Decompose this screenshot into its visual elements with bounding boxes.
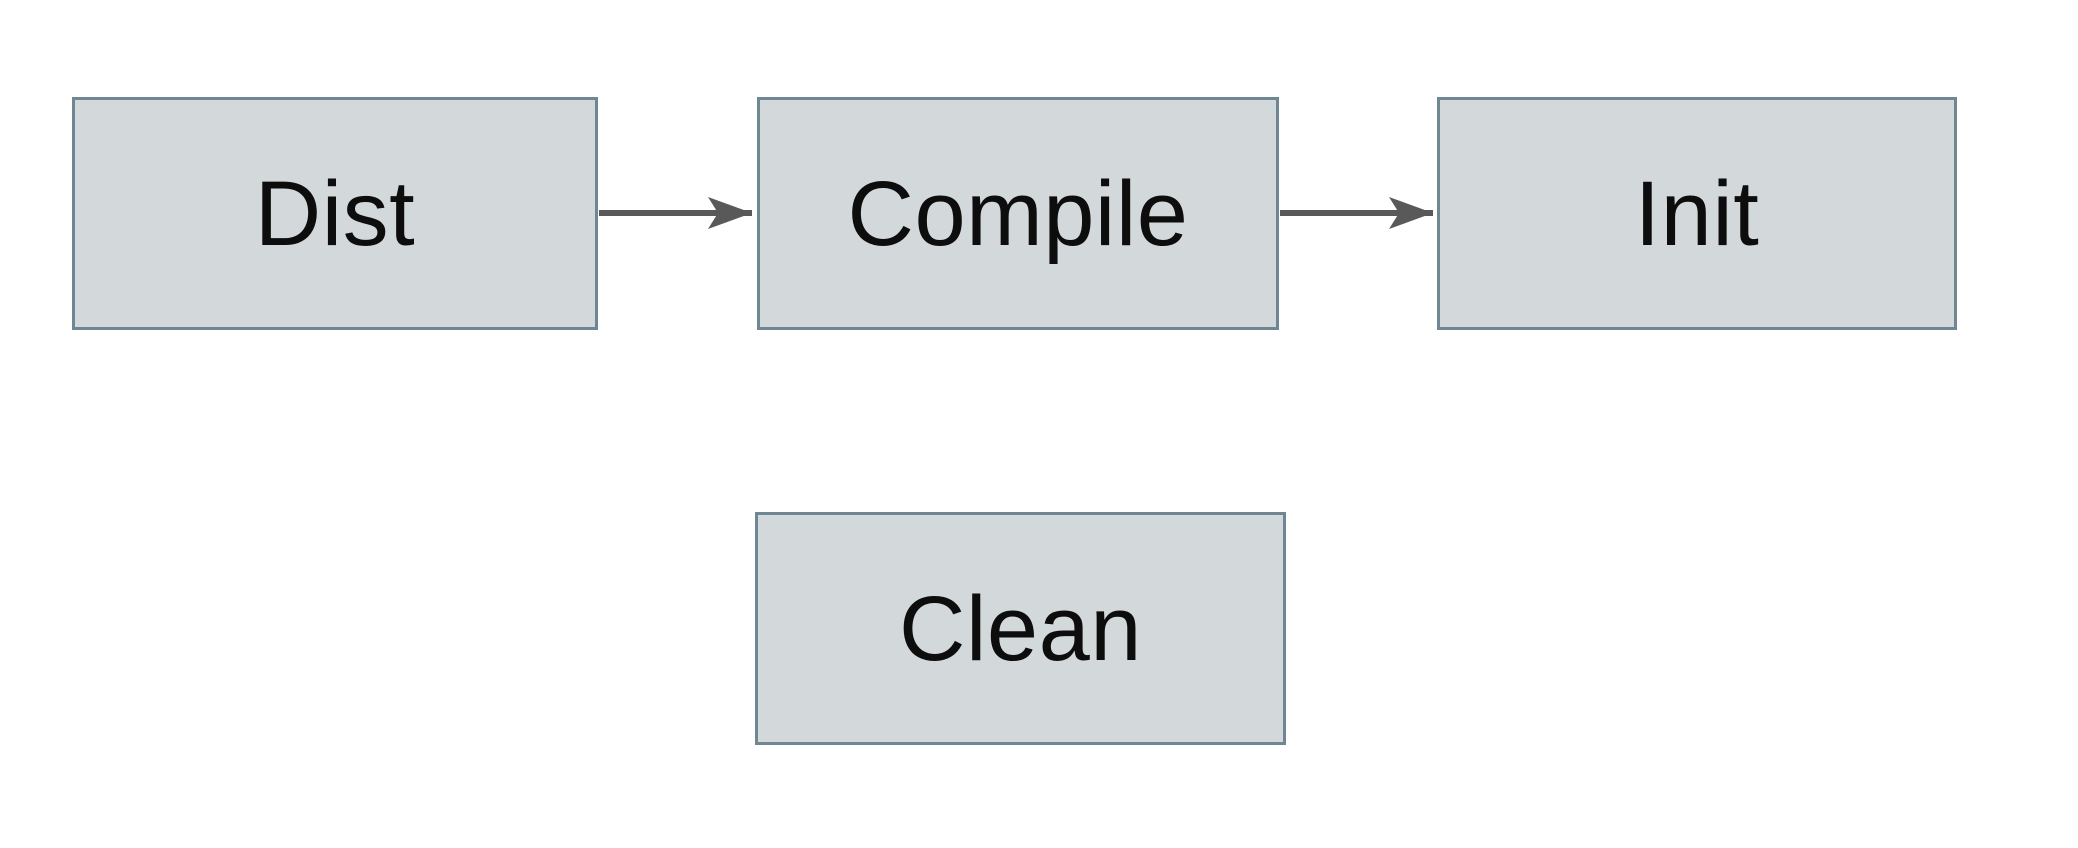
node-dist-label: Dist bbox=[254, 162, 416, 265]
node-clean-label: Clean bbox=[899, 577, 1142, 680]
node-dist: Dist bbox=[72, 97, 598, 330]
node-compile-label: Compile bbox=[847, 162, 1189, 265]
node-compile: Compile bbox=[757, 97, 1279, 330]
node-clean: Clean bbox=[755, 512, 1286, 745]
node-init-label: Init bbox=[1634, 162, 1760, 265]
node-init: Init bbox=[1437, 97, 1957, 330]
